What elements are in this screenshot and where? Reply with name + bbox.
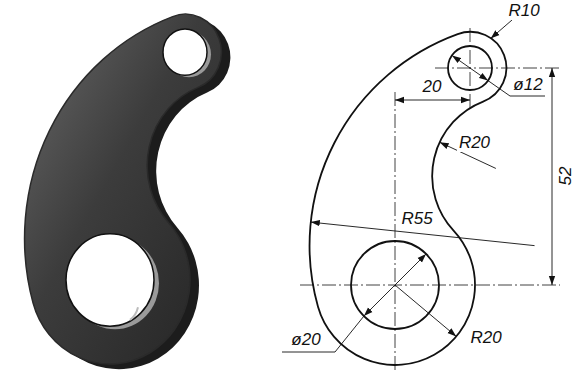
dimension-label: R55 [400, 210, 435, 228]
part-outline [310, 32, 507, 365]
part-face [25, 14, 222, 364]
dimension-label: ø20 [289, 331, 322, 349]
dimension-label: R20 [468, 329, 503, 347]
center-line [300, 285, 560, 286]
leader-line [335, 316, 364, 352]
dimension-line [552, 68, 553, 285]
hole [163, 29, 207, 75]
dimension-label: 20 [421, 78, 444, 96]
part-illustration [25, 14, 231, 369]
part-solid [25, 14, 231, 369]
leader-line [491, 20, 512, 39]
leader-line [282, 352, 335, 353]
hole-highlight [130, 307, 138, 320]
center-line [435, 68, 560, 69]
dimension-label: ø12 [511, 76, 544, 94]
leader-line [395, 285, 456, 336]
dimension-label: R20 [457, 134, 492, 152]
dimension-line [395, 100, 470, 101]
leader-line [452, 55, 488, 80]
dimension-lines [282, 20, 560, 370]
leader-line [488, 81, 510, 96]
dimension-label: 52 [557, 165, 575, 188]
leader-line [510, 96, 545, 97]
dimension-label: R10 [506, 2, 541, 20]
hole [66, 234, 154, 326]
part-outline [310, 32, 507, 365]
